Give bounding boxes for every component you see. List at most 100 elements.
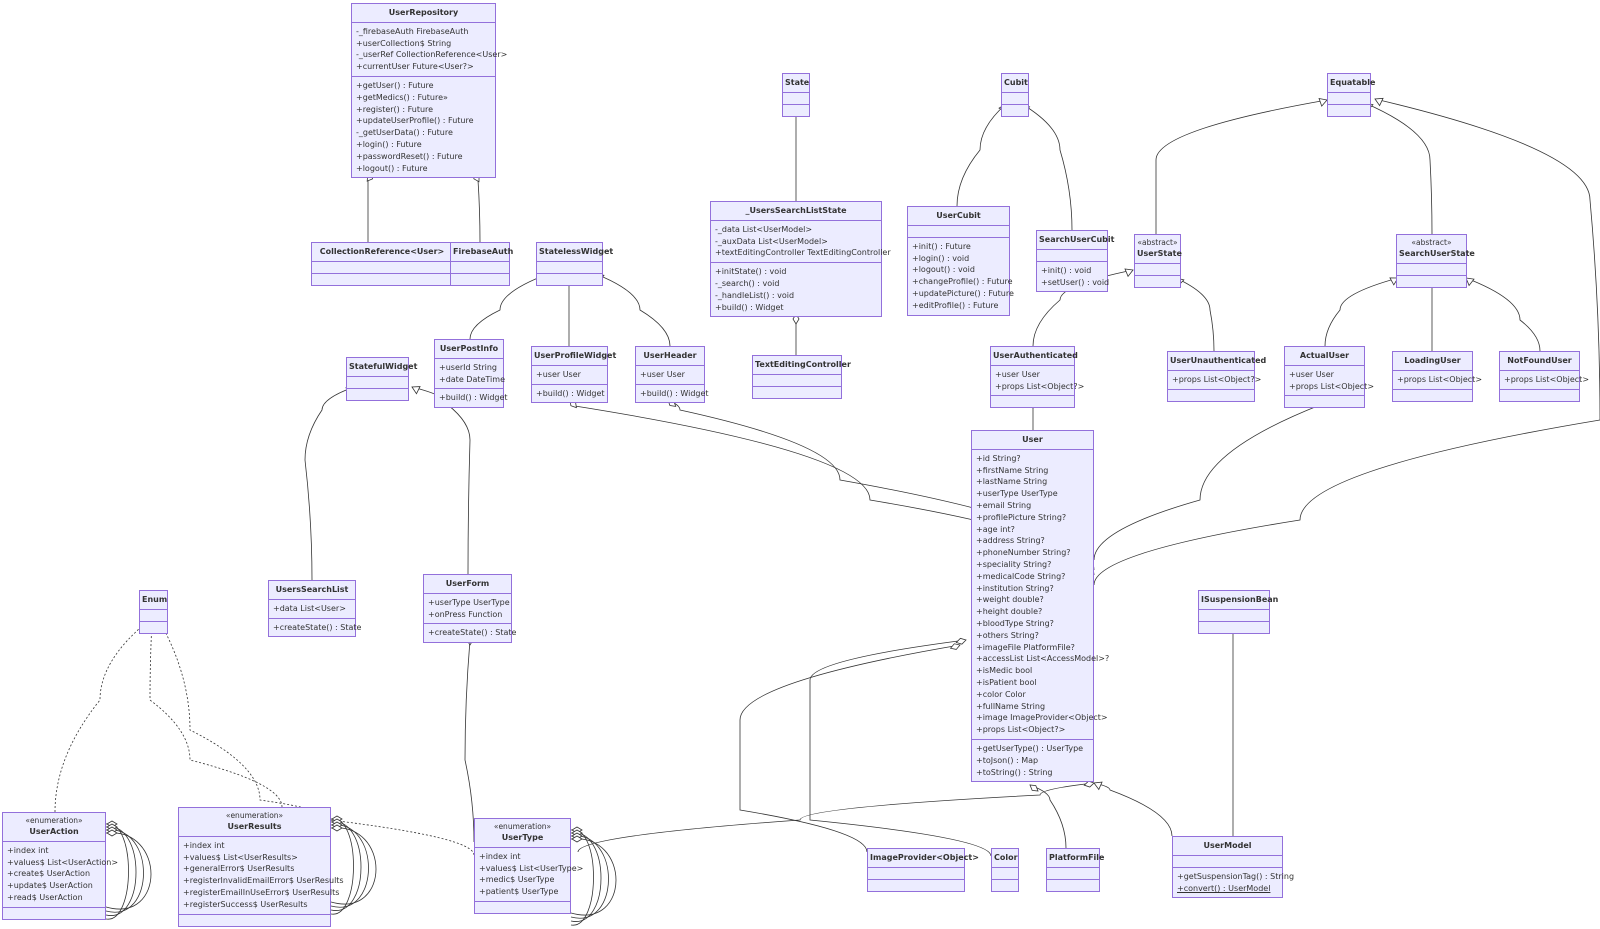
- class-name: StatelessWidget: [539, 247, 614, 256]
- inheritance-arrowhead: [411, 386, 421, 395]
- class-attribute: +institution String?: [976, 583, 1054, 593]
- class-name: UserState: [1137, 249, 1182, 258]
- class-header: UserAuthenticated: [991, 347, 1078, 365]
- class-attribute: +imageFile PlatformFile?: [976, 642, 1075, 652]
- class-name: Enum: [142, 595, 168, 604]
- class-method: +updatePicture() : Future: [912, 288, 1014, 298]
- class-name: FirebaseAuth: [453, 247, 514, 256]
- class-user-model: UserModel+getSuspensionTag() : String+co…: [1172, 836, 1294, 899]
- attributes-section: [1199, 608, 1269, 621]
- class-method: +login() : void: [912, 253, 970, 263]
- realization-line: [54, 621, 148, 813]
- inheritance-arrowhead: [1124, 268, 1134, 278]
- inheritance-arrowhead: [1374, 97, 1384, 107]
- class-name: CollectionReference<User>: [319, 247, 445, 256]
- attributes-section: [1047, 866, 1099, 879]
- class-name: SearchUserCubit: [1039, 235, 1115, 244]
- class-header: _UsersSearchListState: [711, 202, 881, 220]
- class-stereotype: «abstract»: [1137, 238, 1178, 247]
- attributes-section: +props List<Object?>: [1168, 369, 1262, 389]
- aggregation-line: [464, 635, 475, 843]
- methods-section: +init() : void +setUser() : void: [1037, 260, 1110, 292]
- class-state: State: [782, 73, 810, 117]
- attributes-section: [1328, 91, 1370, 104]
- class-attribute: +fullName String: [976, 701, 1046, 711]
- class-stereotype: «abstract»: [1411, 238, 1452, 247]
- class-name: UserPostInfo: [439, 344, 499, 353]
- class-method: +getUserType() : UserType: [976, 743, 1084, 753]
- methods-section: +getUserType() : UserType+toJson() : Map…: [972, 738, 1093, 781]
- self-association-line: [330, 818, 354, 915]
- class-text-editing-controller: TextEditingController: [752, 355, 851, 399]
- attributes-section: [347, 375, 408, 388]
- self-association-line: [330, 821, 362, 911]
- attributes-section: [992, 866, 1018, 879]
- class-method: -_handleList() : void: [715, 290, 795, 300]
- class-attribute: +phoneNumber String?: [976, 548, 1071, 558]
- class-method: +passwordReset() : Future: [356, 151, 463, 161]
- methods-section: +build() : Widget: [532, 383, 607, 403]
- class-name: _UsersSearchListState: [745, 206, 847, 215]
- attributes-section: [537, 260, 602, 273]
- class-name: UserAuthenticated: [993, 351, 1078, 360]
- class-method: +build() : Widget: [439, 393, 508, 403]
- inheritance-line: [1324, 277, 1399, 347]
- self-association-line: [570, 829, 594, 926]
- class-name: UserAction: [29, 827, 79, 836]
- class-attribute: +onPress Function: [428, 609, 503, 619]
- attributes-section: [868, 866, 964, 879]
- inheritance-line: [1155, 99, 1328, 234]
- methods-section: [312, 272, 452, 285]
- methods-section: +getUser() : Future+getMedics() : Future…: [352, 75, 495, 177]
- class-attribute: +generalError$ UserResults: [183, 864, 295, 874]
- attributes-section: [783, 91, 809, 104]
- inheritance-arrowhead: [1465, 277, 1475, 287]
- class-attribute: +props List<Object?>: [1172, 374, 1262, 384]
- attributes-section: [1173, 854, 1282, 867]
- inheritance-line: [1021, 103, 1073, 231]
- class-actual-user: ActualUser+user User+props List<Object>: [1284, 346, 1375, 409]
- class-method: +initState() : void: [715, 267, 787, 277]
- methods-section: [1285, 395, 1364, 407]
- inheritance-line: [1093, 98, 1600, 586]
- self-association-line: [105, 832, 152, 910]
- attributes-section: +userType UserType+onPress Function: [424, 592, 511, 624]
- class-method: +build() : Widget: [536, 388, 605, 398]
- class-attribute: +speciality String?: [976, 559, 1052, 569]
- class-method: +init() : void: [1041, 265, 1092, 275]
- aggregation-line: [1029, 784, 1067, 849]
- class-name: Equatable: [1330, 78, 1376, 87]
- class-name: State: [785, 78, 810, 87]
- class-name: LoadingUser: [1404, 356, 1461, 365]
- class-attribute: +index int: [479, 851, 521, 861]
- class-method: +changeProfile() : Future: [912, 277, 1013, 287]
- class-method: +updateUserProfile() : Future: [356, 116, 474, 126]
- class-header: PlatformFile: [1047, 849, 1104, 867]
- methods-section: [3, 906, 105, 919]
- class-stereotype: «enumeration»: [493, 822, 552, 831]
- class-attribute: +update$ UserAction: [7, 881, 93, 891]
- class-equatable: Equatable: [1327, 73, 1375, 117]
- realization-line: [159, 621, 475, 856]
- class-attribute: +props List<Object>: [1289, 381, 1375, 391]
- class-method: +logout() : void: [912, 265, 975, 275]
- class-isuspension-bean: ISuspensionBean: [1198, 590, 1278, 634]
- class-header: User: [972, 431, 1093, 449]
- methods-section: +getSuspensionTag() : String+convert() :…: [1173, 866, 1294, 898]
- class-attribute: +userType UserType: [976, 489, 1058, 499]
- class-method: +setUser() : void: [1041, 277, 1110, 287]
- class-enum: Enum: [139, 590, 168, 634]
- class-user-cubit: UserCubit+init() : Future+login() : void…: [907, 206, 1014, 316]
- class-user-action: «enumeration»UserAction+index int+values…: [2, 812, 118, 920]
- methods-section: [347, 387, 408, 400]
- class-header: «abstract» UserState: [1135, 235, 1182, 263]
- class-platform-file: PlatformFile: [1046, 848, 1104, 892]
- class-header: UserRepository: [352, 4, 495, 22]
- class-attribute: +address String?: [976, 536, 1045, 546]
- class-attribute: +isPatient bool: [976, 677, 1037, 687]
- class-header: «enumeration»UserAction: [3, 813, 105, 841]
- methods-section: [140, 620, 167, 633]
- class-header: UserCubit: [908, 207, 1009, 225]
- inheritance-line: [469, 273, 549, 340]
- class-method: +build() : Widget: [715, 302, 784, 312]
